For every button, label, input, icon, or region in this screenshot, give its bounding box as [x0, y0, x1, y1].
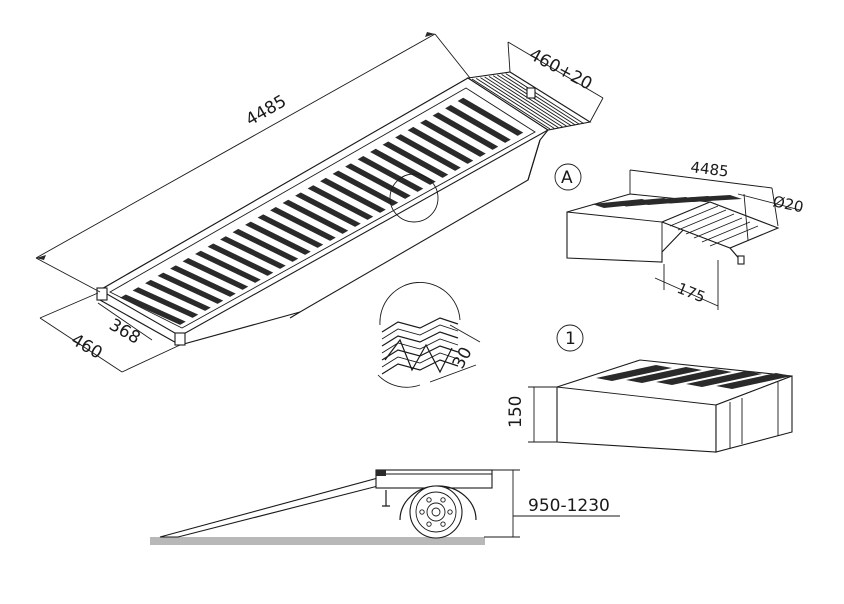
deck-slat — [132, 287, 199, 318]
detail-circle — [389, 173, 439, 223]
length-label: 4485 — [243, 91, 290, 130]
lip-ridge — [501, 73, 580, 125]
deck-slat — [170, 265, 236, 297]
deck-slat — [395, 134, 461, 171]
detail-1: 1 150 — [506, 324, 793, 453]
lip-ridge — [475, 77, 555, 129]
profile-rib — [381, 324, 459, 340]
deck-slat — [245, 221, 311, 255]
lip-ridge — [497, 74, 576, 126]
deck-slat — [357, 156, 424, 192]
deck-slats — [120, 97, 524, 325]
lug-nuts — [419, 497, 453, 527]
detail-1-slats — [596, 365, 792, 389]
profile-rib — [384, 338, 453, 374]
end-block-left — [96, 287, 108, 301]
lip-width-label: 460+20 — [526, 45, 596, 95]
lip-ridge — [471, 78, 551, 130]
lip-ridge — [505, 73, 585, 125]
lug-nut — [447, 509, 453, 515]
height-150-label: 150 — [506, 396, 526, 428]
profile-rib — [381, 359, 459, 375]
marker-1-label: 1 — [565, 329, 576, 349]
detail-a: A 4485 Ø20 175 — [554, 158, 805, 310]
wheel-icon — [409, 485, 463, 539]
main-ramp — [96, 71, 592, 346]
deck-slat — [345, 163, 411, 199]
deck-slat — [282, 199, 349, 234]
lug-nut — [426, 521, 432, 527]
detail-1-slat — [626, 367, 702, 383]
deck-slat — [420, 119, 486, 157]
ground — [150, 537, 485, 545]
lip-ridge — [484, 76, 563, 128]
detail-a-slat — [680, 195, 742, 202]
deck-slat — [145, 279, 211, 311]
deck-slat — [182, 258, 249, 290]
deck-slat — [320, 177, 386, 213]
detail-a-slats — [592, 195, 742, 208]
pin-icon — [526, 87, 536, 99]
side-view: 950-1230 — [150, 469, 620, 545]
deck-slat — [232, 228, 299, 262]
pin-icon-a — [737, 255, 745, 265]
deck-slat — [370, 148, 436, 185]
deck-slat — [332, 170, 399, 206]
deck-slat — [195, 250, 261, 283]
lug-nut — [440, 497, 446, 503]
lug-nut — [426, 497, 432, 503]
marker-a-label: A — [561, 168, 573, 188]
deck-slat — [407, 126, 474, 164]
deck-slat — [220, 236, 286, 269]
a-length-label: 4485 — [690, 158, 730, 181]
deck-slat — [445, 105, 511, 143]
deck-slat — [257, 214, 324, 248]
profile-rib — [381, 331, 459, 347]
deck-slat — [120, 294, 186, 325]
deck-slat — [457, 97, 524, 136]
lug-nut — [440, 521, 446, 527]
outer-width-label: 460 — [68, 330, 106, 364]
trailer-deck — [375, 469, 493, 489]
marker-a — [554, 163, 582, 191]
marker-1 — [556, 324, 584, 352]
deck-slat — [207, 243, 274, 276]
deck-slat — [432, 112, 499, 150]
lip-ridge — [480, 77, 559, 129]
detail-1-slat — [716, 373, 792, 389]
deck-slat — [157, 272, 224, 304]
profile-rib — [381, 338, 459, 354]
lip-ridge — [488, 75, 568, 127]
profile-rib — [381, 317, 459, 333]
detail-1-slat — [686, 371, 762, 387]
lug-nut — [419, 509, 425, 515]
lip-ridge — [492, 75, 572, 127]
profile-detail: 30 — [377, 282, 481, 388]
deck-slat — [270, 207, 336, 241]
profile-rib — [381, 352, 459, 368]
detail-1-slat — [656, 369, 732, 385]
profile-ribs — [381, 317, 459, 375]
lip-ridges — [471, 73, 585, 130]
loading-height-label: 950-1230 — [528, 496, 610, 516]
detail-1-slat — [596, 365, 672, 381]
deck-slat — [307, 185, 374, 220]
a-offset-label: 175 — [675, 279, 708, 306]
deck-slat — [382, 141, 449, 178]
profile-height-label: 30 — [449, 344, 477, 372]
end-block-right — [174, 332, 186, 346]
deck-slat — [295, 192, 361, 227]
